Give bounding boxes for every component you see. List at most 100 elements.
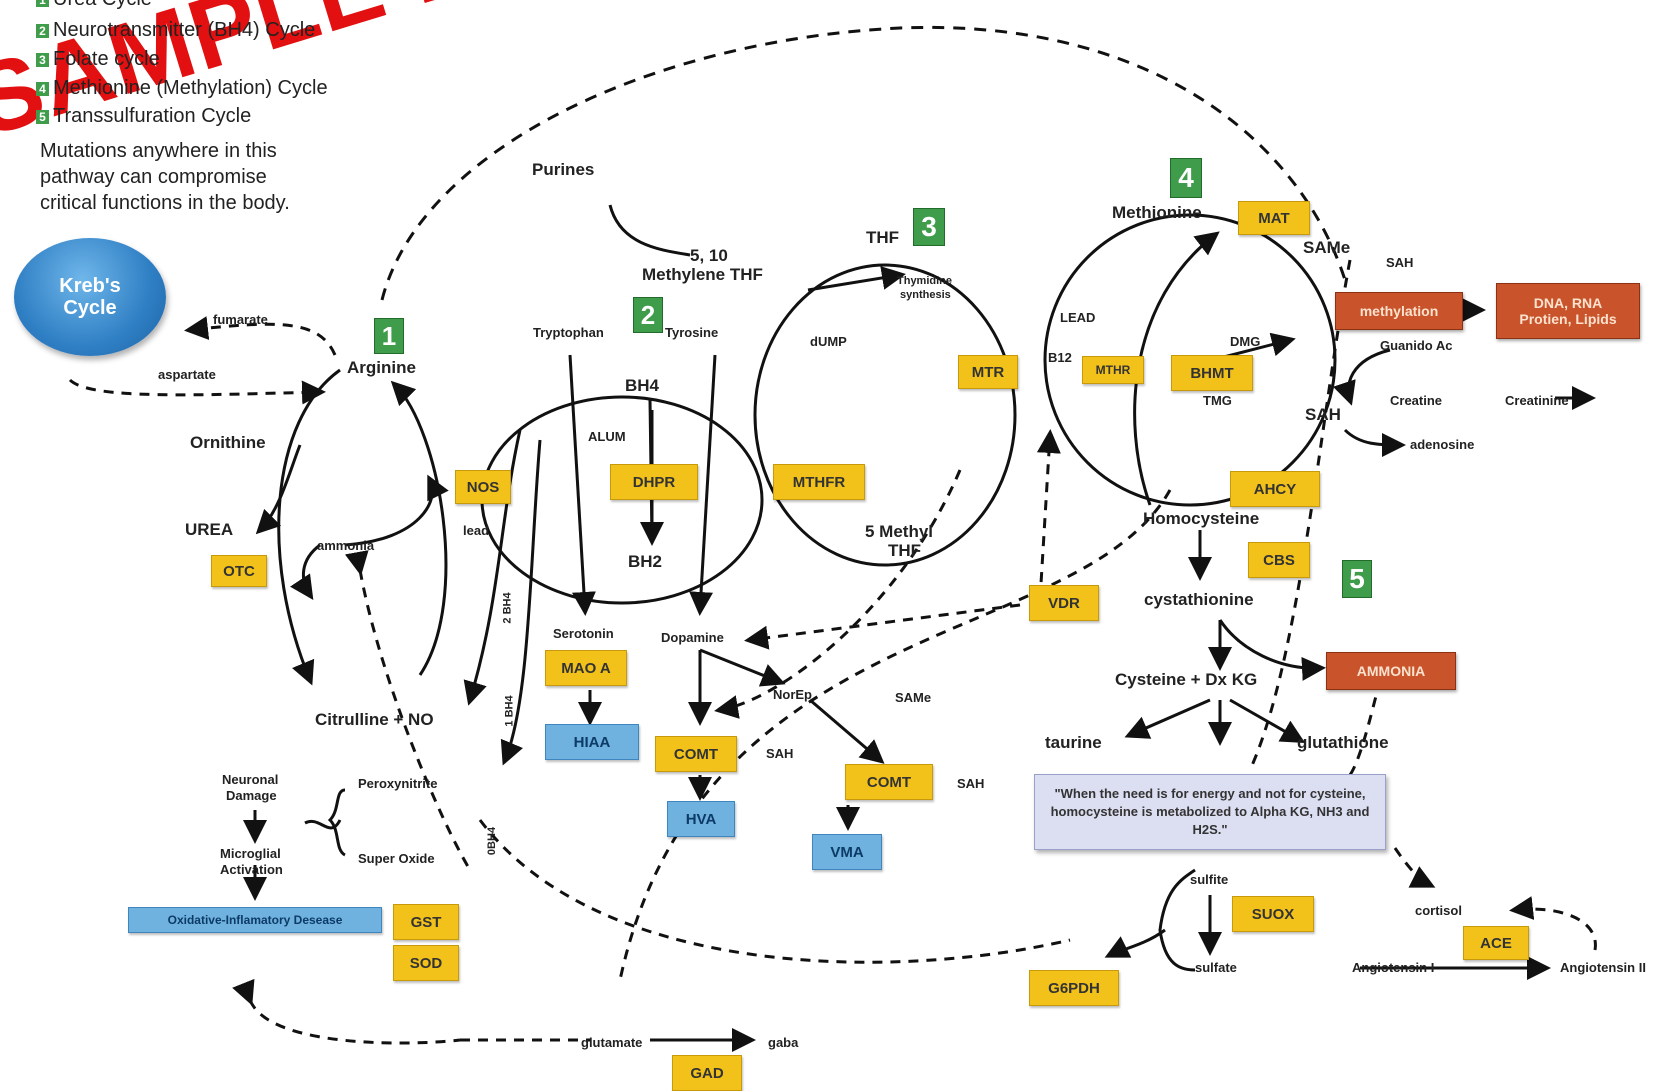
label-synthesis: synthesis bbox=[900, 289, 951, 301]
enzyme-dhpr: DHPR bbox=[610, 464, 698, 500]
label-0bh4: 0BH4 bbox=[486, 826, 499, 856]
label-thymidine: Thymidine bbox=[897, 275, 953, 287]
cycle-badge-3: 3 bbox=[913, 208, 945, 246]
quote-box: "When the need is for energy and not for… bbox=[1034, 774, 1386, 850]
label-1bh4: 1 BH4 bbox=[503, 695, 516, 727]
enzyme-comt-2: COMT bbox=[845, 764, 933, 800]
enzyme-mao-a: MAO A bbox=[545, 650, 627, 686]
label-arginine: Arginine bbox=[347, 358, 416, 377]
folate-cycle-ellipse bbox=[753, 263, 1017, 567]
label-cysteine: Cysteine + Dx KG bbox=[1115, 670, 1258, 689]
label-microglial-1: Microglial bbox=[220, 846, 281, 861]
enzyme-sod: SOD bbox=[393, 945, 459, 981]
label-gaba: gaba bbox=[768, 1035, 799, 1050]
label-sah-mid: SAH bbox=[1305, 405, 1341, 424]
label-dopamine: Dopamine bbox=[661, 630, 724, 645]
enzyme-cbs: CBS bbox=[1248, 542, 1310, 578]
krebs-cycle-circle: Kreb's Cycle bbox=[14, 238, 166, 356]
label-methyl-thf-2: THF bbox=[888, 541, 922, 560]
label-angiotensin1: Angiotensin I bbox=[1352, 960, 1435, 975]
label-urea: UREA bbox=[185, 520, 234, 539]
label-methionine: Methionine bbox=[1112, 203, 1202, 222]
enzyme-nos: NOS bbox=[455, 470, 511, 504]
cycle-badge-5: 5 bbox=[1342, 560, 1372, 598]
label-taurine: taurine bbox=[1045, 733, 1102, 752]
label-methylene-thf-1: 5, 10 bbox=[690, 246, 728, 265]
enzyme-mtr: MTR bbox=[958, 355, 1018, 389]
label-dmg: DMG bbox=[1230, 334, 1261, 349]
label-superoxide: Super Oxide bbox=[358, 851, 435, 866]
methionine-cycle-ellipse bbox=[1043, 213, 1337, 507]
urea-cycle-left bbox=[277, 368, 341, 686]
label-glutamate: glutamate bbox=[581, 1035, 643, 1050]
label-bh4: BH4 bbox=[625, 376, 660, 395]
cycle-badge-4: 4 bbox=[1170, 158, 1202, 198]
label-creatine: Creatine bbox=[1390, 393, 1443, 408]
label-adenosine: adenosine bbox=[1410, 437, 1475, 452]
label-b12: B12 bbox=[1048, 350, 1072, 365]
enzyme-suox: SUOX bbox=[1232, 896, 1314, 932]
label-serotonin: Serotonin bbox=[553, 626, 614, 641]
box-oxidative-disease: Oxidative-Inflamatory Desease bbox=[128, 907, 382, 933]
label-creatinine: Creatinine bbox=[1505, 393, 1569, 408]
enzyme-gst: GST bbox=[393, 904, 459, 940]
label-dump: dUMP bbox=[810, 334, 847, 349]
enzyme-vdr: VDR bbox=[1029, 585, 1099, 621]
label-cortisol: cortisol bbox=[1415, 903, 1462, 918]
label-same-top: SAMe bbox=[1303, 238, 1351, 257]
label-tryptophan: Tryptophan bbox=[533, 325, 604, 340]
enzyme-g6pdh: G6PDH bbox=[1029, 970, 1119, 1006]
label-neuronal-2: Damage bbox=[226, 788, 277, 803]
enzyme-gad: GAD bbox=[672, 1055, 742, 1091]
label-microglial-2: Activation bbox=[220, 862, 283, 877]
label-citrulline: Citrulline + NO bbox=[315, 710, 434, 729]
krebs-label-line2: Cycle bbox=[63, 297, 117, 319]
box-ammonia: AMMONIA bbox=[1326, 652, 1456, 690]
box-methylation: methylation bbox=[1335, 292, 1463, 330]
label-angiotensin2: Angiotensin II bbox=[1560, 960, 1646, 975]
label-ammonia-small: ammonia bbox=[317, 538, 375, 553]
label-purines: Purines bbox=[532, 160, 595, 179]
box-vma: VMA bbox=[812, 834, 882, 870]
label-sulfite: sulfite bbox=[1190, 872, 1229, 887]
box-dna-rna: DNA, RNA Protien, Lipids bbox=[1496, 283, 1640, 339]
krebs-label-line1: Kreb's bbox=[59, 275, 121, 297]
label-sah-top: SAH bbox=[1386, 255, 1414, 270]
label-cystathionine: cystathionine bbox=[1144, 590, 1254, 609]
label-thf: THF bbox=[866, 228, 900, 247]
enzyme-ace: ACE bbox=[1463, 926, 1529, 960]
label-2bh4: 2 BH4 bbox=[501, 592, 514, 624]
outer-dashed-arc bbox=[380, 25, 1347, 301]
box-hva: HVA bbox=[667, 801, 735, 837]
label-guanido: Guanido Ac bbox=[1380, 338, 1453, 353]
box-dna-rna-line1: DNA, RNA bbox=[1533, 294, 1603, 311]
label-sulfate: sulfate bbox=[1195, 960, 1237, 975]
enzyme-mat: MAT bbox=[1238, 201, 1310, 235]
label-glutathione: glutathione bbox=[1297, 733, 1389, 752]
label-peroxynitrite: Peroxynitrite bbox=[358, 776, 438, 791]
label-tmg: TMG bbox=[1203, 393, 1232, 408]
legend-note-line3: critical functions in the body. bbox=[40, 192, 290, 214]
label-homocysteine: Homocysteine bbox=[1143, 509, 1260, 528]
label-sah-comt2: SAH bbox=[957, 776, 985, 791]
label-methyl-thf-1: 5 Methyl bbox=[865, 522, 934, 541]
bh4-cycle-ellipse bbox=[480, 395, 764, 605]
label-bh2: BH2 bbox=[628, 552, 663, 571]
urea-cycle-right bbox=[390, 380, 448, 676]
label-lead: lead bbox=[463, 523, 490, 538]
label-tyrosine: Tyrosine bbox=[665, 325, 719, 340]
label-norep: NorEp bbox=[773, 687, 812, 702]
cycle-badge-1: 1 bbox=[374, 318, 404, 354]
legend-item-1: 1Urea Cycle bbox=[36, 0, 152, 11]
legend-note-line2: pathway can compromise bbox=[40, 166, 267, 188]
label-same-mid: SAMe bbox=[895, 690, 932, 705]
label-methylene-thf-2: Methylene THF bbox=[642, 265, 763, 284]
enzyme-comt-1: COMT bbox=[655, 736, 737, 772]
label-lead-caps: LEAD bbox=[1060, 310, 1096, 325]
enzyme-mthfr: MTHFR bbox=[773, 464, 865, 500]
